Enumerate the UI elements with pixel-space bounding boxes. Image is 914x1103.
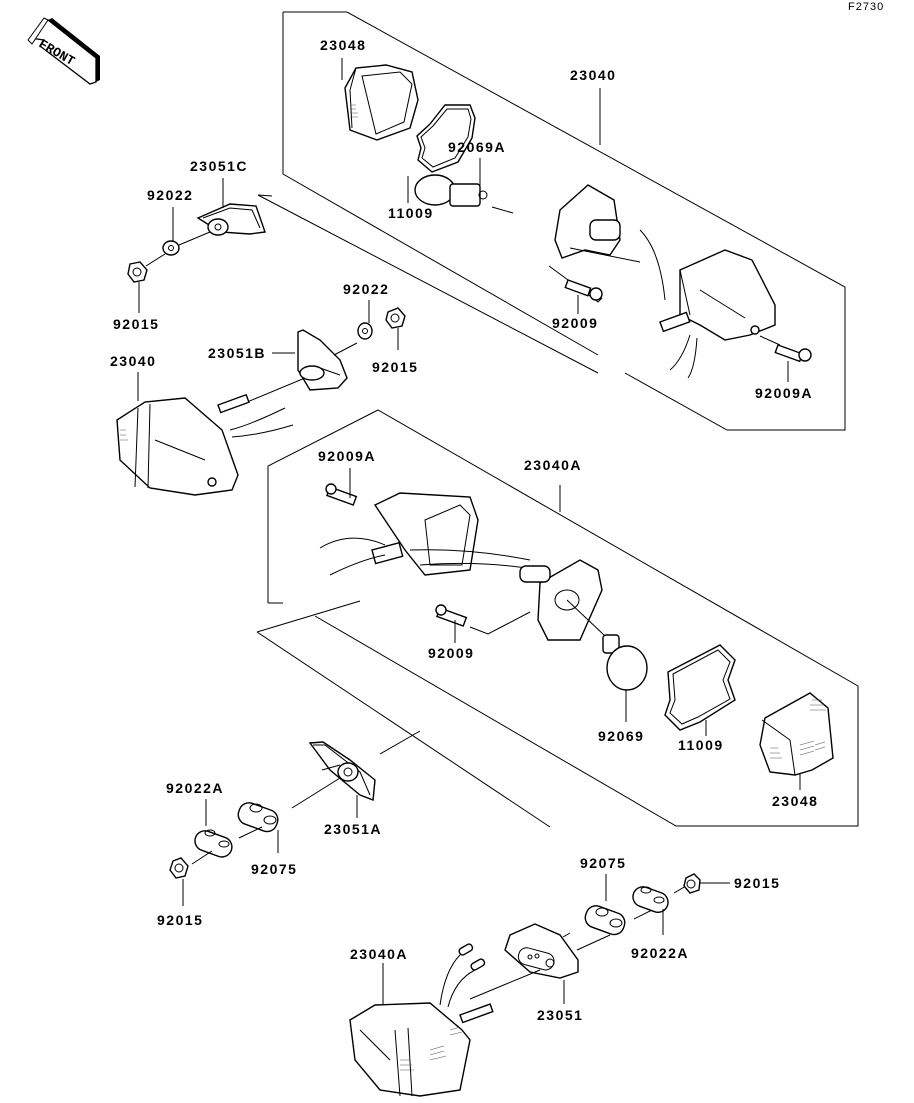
- callout-92069: 92069: [598, 728, 644, 744]
- callout-92015-left: 92015: [113, 316, 159, 332]
- washer-92022-left: [162, 240, 180, 256]
- callout-11009-mid: 11009: [678, 737, 724, 753]
- callout-92009-top: 92009: [552, 315, 598, 331]
- callout-92015-right: 92015: [734, 875, 780, 891]
- lens-23048-mid: [759, 692, 834, 776]
- callout-23051b: 23051B: [208, 345, 266, 361]
- screw-92009-mid: [435, 604, 468, 627]
- callout-23048-mid: 23048: [772, 793, 818, 809]
- figure-code: F2730: [848, 1, 884, 13]
- grommet-92075-right: [584, 905, 626, 936]
- grommet-92075-left: [237, 802, 279, 833]
- bracket-23051: [504, 923, 579, 979]
- front-direction-arrow-icon: FRONT: [27, 17, 100, 85]
- turn-signal-housing-mid: [319, 492, 541, 576]
- nut-92015-mid: [385, 307, 406, 329]
- middle-assembly-frame: [256, 409, 859, 828]
- upper-assembly-frame: [257, 11, 846, 431]
- screw-92009a-mid: [325, 483, 358, 506]
- callout-11009-top: 11009: [388, 205, 434, 221]
- callout-92075-left: 92075: [251, 861, 297, 877]
- callout-92022-left: 92022: [147, 187, 193, 203]
- callout-92009-mid: 92009: [428, 645, 474, 661]
- callout-23051a: 23051A: [324, 821, 382, 837]
- callout-92069a: 92069A: [448, 139, 506, 155]
- callout-92022-mid: 92022: [343, 281, 389, 297]
- nut-92015-right: [683, 873, 701, 894]
- washer-92022a-right: [632, 886, 669, 913]
- callout-23051c: 23051C: [190, 158, 248, 174]
- callout-92015-mid: 92015: [372, 359, 418, 375]
- nut-92015-left: [127, 261, 148, 283]
- bracket-23051c: [196, 203, 266, 236]
- socket-plate-top: [554, 184, 641, 263]
- washer-92022a-left: [194, 829, 233, 858]
- nut-92015-low: [169, 857, 189, 879]
- turn-signal-housing-top: [639, 229, 776, 379]
- bulb-92069a: [414, 174, 488, 207]
- gasket-11009-mid: [664, 644, 736, 731]
- callout-92022a-left: 92022A: [166, 780, 224, 796]
- callout-23040a-mid: 23040A: [524, 457, 582, 473]
- washer-92022-mid: [357, 322, 373, 340]
- callout-92015-low: 92015: [157, 912, 203, 928]
- lens-23048-top: [344, 64, 419, 141]
- socket-plate-mid: [519, 559, 603, 641]
- callout-23040a-low: 23040A: [350, 946, 408, 962]
- callout-92009a-mid: 92009A: [318, 448, 376, 464]
- bracket-23051a: [308, 741, 376, 801]
- bulb-92069: [602, 634, 648, 691]
- callout-92022a-right: 92022A: [631, 945, 689, 961]
- gasket-11009-top: [416, 104, 476, 173]
- screw-92009a-top: [774, 344, 812, 363]
- turn-signal-23040a-low: [349, 943, 494, 1097]
- bracket-23051b: [297, 329, 348, 391]
- screw-92009-top: [564, 279, 603, 301]
- callout-23048-top: 23048: [320, 37, 366, 53]
- callout-23040-left: 23040: [110, 353, 156, 369]
- callout-23040-top: 23040: [570, 67, 616, 83]
- callout-23051: 23051: [537, 1007, 583, 1023]
- callout-92009a-top: 92009A: [755, 385, 813, 401]
- callout-92075-right: 92075: [580, 855, 626, 871]
- turn-signal-23040-left: [116, 393, 294, 496]
